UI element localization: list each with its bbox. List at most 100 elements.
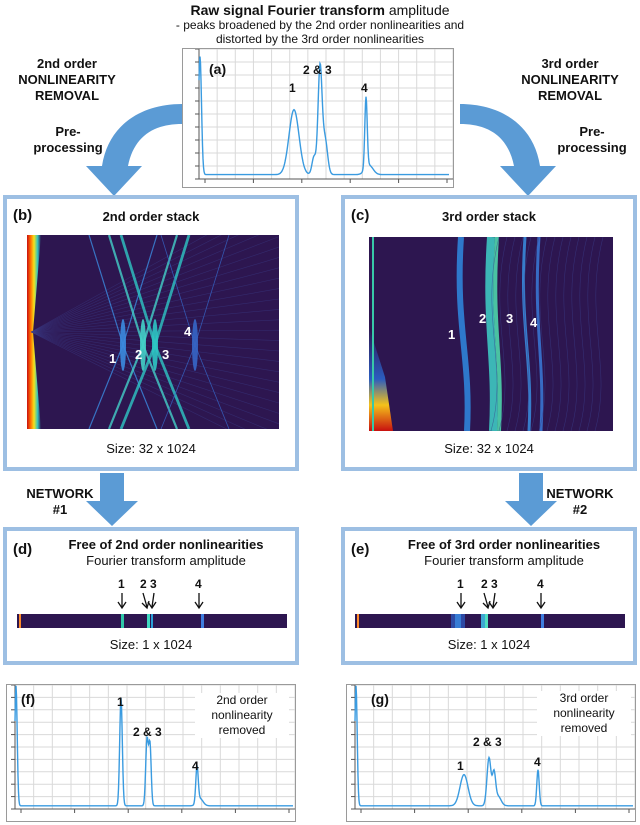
plot-f-note: 2nd order nonlinearity removed bbox=[195, 693, 289, 738]
strip-d bbox=[17, 614, 287, 628]
panel-a-label: (a) bbox=[209, 61, 227, 77]
plot-f-peak-23: 2 & 3 bbox=[133, 725, 162, 739]
heatmap-b-peak-1: 1 bbox=[109, 351, 117, 366]
plot-a-svg bbox=[195, 49, 453, 183]
heatmap-b-fan bbox=[30, 331, 246, 429]
network-1-arrow-shape bbox=[86, 473, 138, 526]
plot-f-trace bbox=[14, 685, 293, 807]
heatmap-c-peak-band bbox=[456, 237, 471, 431]
heatmap-b-fan bbox=[30, 235, 239, 333]
heatmap-c-fringe bbox=[530, 237, 540, 431]
heatmap-c-fringe bbox=[506, 237, 516, 431]
heatmap-c-peak-band bbox=[493, 237, 502, 431]
panel-e-title: Free of 3rd order nonlinearities bbox=[407, 537, 601, 552]
heatmap-b-fan bbox=[30, 288, 279, 333]
heatmap-b-peak-glow bbox=[140, 319, 146, 371]
plot-a-peak-23: 2 & 3 bbox=[303, 63, 332, 77]
plot-f-note-2: nonlinearity bbox=[211, 708, 273, 722]
strip-e-pointers bbox=[456, 592, 546, 610]
heatmap-b: 1 2 3 4 bbox=[27, 235, 279, 429]
heatmap-c-fringe bbox=[546, 237, 556, 431]
heatmap-b-peak-glow bbox=[120, 319, 126, 371]
strip-e-peak-1: 1 bbox=[457, 577, 464, 591]
right-curved-arrow-shape bbox=[460, 104, 556, 196]
strip-e bbox=[355, 614, 625, 628]
strip-d-peak-1: 1 bbox=[118, 577, 125, 591]
panel-g-label: (g) bbox=[371, 691, 389, 707]
network-2-line1: NETWORK bbox=[546, 486, 614, 501]
panel-c-label: (c) bbox=[351, 207, 370, 224]
strip-d-peak-4: 4 bbox=[195, 577, 202, 591]
heatmap-c-svg bbox=[369, 237, 604, 431]
heatmap-c-fringe bbox=[586, 237, 596, 431]
panel-d-label: (d) bbox=[13, 541, 33, 558]
heatmap-b-peak-glow bbox=[152, 319, 158, 371]
top-title-rest: amplitude bbox=[384, 2, 450, 18]
plot-a: (a) 1 2 & 3 4 bbox=[182, 48, 454, 188]
plot-a-peak-1: 1 bbox=[289, 81, 296, 95]
panel-d-subtitle: Fourier transform amplitude bbox=[86, 553, 246, 568]
heatmap-c-peak-2: 2 bbox=[479, 311, 487, 326]
strip-d-pointer-3 bbox=[147, 592, 157, 610]
left-curved-arrow-shape bbox=[86, 104, 182, 196]
plot-g-note: 3rd order nonlinearity removed bbox=[537, 691, 631, 736]
strip-e-peak-4: 4 bbox=[537, 577, 544, 591]
left-removal-1: 2nd order bbox=[37, 56, 97, 71]
heatmap-b-fan bbox=[30, 331, 228, 429]
panel-b: (b) 2nd order stack 1 2 3 4 Size: 32 x 1… bbox=[3, 195, 299, 471]
panel-d: (d) Free of 2nd order nonlinearities Fou… bbox=[3, 527, 299, 665]
strip-e-pointer-4 bbox=[536, 593, 546, 610]
heatmap-b-fan bbox=[30, 235, 222, 333]
panel-c: (c) 3rd order stack 1 2 3 4 Size: 32 x 1… bbox=[341, 195, 637, 471]
network-2-line2: #2 bbox=[572, 502, 588, 517]
plot-g-note-2: nonlinearity bbox=[553, 706, 615, 720]
right-removal-1: 3rd order bbox=[541, 56, 599, 71]
network-1-arrow bbox=[86, 473, 138, 526]
top-title: Raw signal Fourier transform amplitude bbox=[150, 2, 490, 18]
top-subtitle-1: - peaks broadened by the 2nd order nonli… bbox=[175, 18, 465, 32]
plot-a-peak-4: 4 bbox=[361, 81, 368, 95]
heatmap-c-peak-3: 3 bbox=[506, 311, 514, 326]
strip-d-band bbox=[121, 614, 124, 628]
heatmap-b-peak-glow bbox=[192, 319, 198, 371]
panel-c-size: Size: 32 x 1024 bbox=[444, 441, 534, 456]
strip-d-band bbox=[147, 614, 150, 628]
strip-e-markers: 1 2 3 4 bbox=[345, 577, 633, 611]
heatmap-b-peak-3: 3 bbox=[162, 347, 170, 362]
right-removal-3: REMOVAL bbox=[537, 88, 603, 103]
heatmap-b-edge bbox=[27, 235, 41, 429]
strip-e-band bbox=[541, 614, 544, 628]
heatmap-b-fan bbox=[30, 257, 279, 333]
panel-e-subtitle: Fourier transform amplitude bbox=[424, 553, 584, 568]
panel-e-label: (e) bbox=[351, 541, 370, 558]
heatmap-c-peak-band bbox=[535, 237, 544, 431]
left-pre-1: Pre- bbox=[55, 124, 81, 139]
heatmap-b-fan bbox=[30, 235, 208, 333]
strip-d-peak-2: 2 bbox=[140, 577, 147, 591]
strip-e-pointer-1 bbox=[456, 593, 466, 610]
heatmap-c-fringe bbox=[554, 237, 564, 431]
heatmap-c-fringe bbox=[562, 237, 572, 431]
plot-f-note-3: removed bbox=[218, 723, 266, 737]
heatmap-c-peak-band bbox=[521, 237, 532, 431]
left-removal-2: NONLINEARITY bbox=[18, 72, 116, 87]
panel-b-label: (b) bbox=[13, 207, 33, 224]
strip-e-band bbox=[455, 614, 461, 628]
strip-e-peak-2: 2 bbox=[481, 577, 488, 591]
strip-d-band bbox=[151, 614, 153, 628]
heatmap-c-fringe bbox=[570, 237, 580, 431]
right-pre-label: Pre- processing bbox=[552, 124, 632, 156]
strip-e-edge bbox=[357, 614, 359, 628]
plot-a-trace bbox=[198, 56, 449, 176]
heatmap-c-fringe bbox=[522, 237, 532, 431]
heatmap-c-fringe bbox=[498, 237, 508, 431]
strip-e-band bbox=[485, 614, 488, 628]
heatmap-c-peak-1: 1 bbox=[448, 327, 456, 342]
plot-f-note-1: 2nd order bbox=[216, 693, 268, 707]
network-2-label: NETWORK #2 bbox=[520, 486, 640, 518]
strip-d-pointers bbox=[117, 592, 204, 610]
heatmap-c-fringe bbox=[490, 237, 500, 431]
heatmap-c-fringe bbox=[538, 237, 548, 431]
left-pre-label: Pre- processing bbox=[28, 124, 108, 156]
strip-d-edge bbox=[19, 614, 21, 628]
